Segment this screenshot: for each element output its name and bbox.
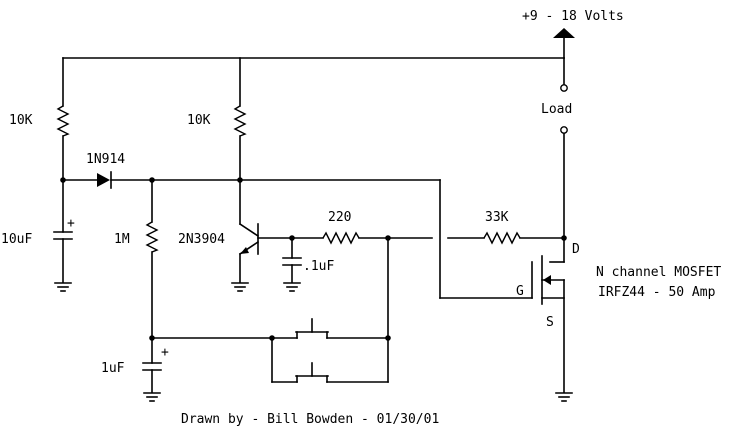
resistor-33k: 33K: [447, 210, 567, 245]
capacitor-01uf-label: .1uF: [303, 259, 334, 274]
capacitor-01uf: .1uF: [282, 237, 334, 292]
diode-1n914: 1N914: [86, 152, 125, 189]
resistor-10k-mid: 10K: [187, 57, 247, 181]
switch-top: [295, 318, 329, 339]
resistor-1m: 1M: [114, 179, 159, 341]
mosfet-irfz44: D G S N channel MOSFET IRFZ44 - 50 Amp: [516, 133, 721, 402]
mosfet-pin-d: D: [572, 242, 580, 257]
ground-icon: [54, 282, 72, 292]
mosfet-pin-s: S: [546, 315, 554, 330]
pushbutton-switches: [151, 237, 391, 383]
resistor-1m-label: 1M: [114, 232, 130, 247]
resistor-10k-mid-label: 10K: [187, 113, 211, 128]
capacitor-1uf-polarity: +: [161, 345, 169, 360]
capacitor-1uf-label: 1uF: [101, 361, 125, 376]
resistor-33k-label: 33K: [485, 210, 509, 225]
supply-voltage-label: +9 - 18 Volts: [522, 9, 624, 24]
capacitor-10uf: + 10uF: [1, 179, 75, 292]
supply-arrow-icon: [553, 28, 575, 38]
diode-icon: [97, 173, 110, 187]
capacitor-1uf: + 1uF: [101, 337, 169, 402]
mosfet-type-label: N channel MOSFET: [596, 265, 721, 280]
mosfet-pin-g: G: [516, 284, 524, 299]
ground-icon: [143, 392, 161, 402]
load-terminal-bottom: [560, 126, 568, 134]
switch-bottom: [295, 362, 329, 383]
resistor-220: 220: [322, 210, 433, 245]
transistor-label: 2N3904: [178, 232, 225, 247]
load-terminals: Load: [541, 84, 572, 134]
ground-icon: [231, 282, 249, 292]
resistor-220-label: 220: [328, 210, 351, 225]
resistor-10k-left: 10K: [9, 57, 70, 181]
ground-icon: [283, 282, 301, 292]
mosfet-arrow-icon: [543, 275, 551, 285]
load-label: Load: [541, 102, 572, 117]
transistor-2n3904: 2N3904: [178, 179, 324, 292]
credit-label: Drawn by - Bill Bowden - 01/30/01: [181, 412, 439, 427]
diode-label: 1N914: [86, 152, 125, 167]
ground-icon: [555, 392, 573, 402]
capacitor-10uf-polarity: +: [67, 216, 75, 231]
mosfet-part-label: IRFZ44 - 50 Amp: [598, 285, 716, 300]
supply-rail: +9 - 18 Volts: [62, 9, 624, 85]
resistor-10k-left-label: 10K: [9, 113, 33, 128]
load-terminal-top: [560, 84, 568, 92]
emitter-arrow-icon: [240, 247, 249, 254]
capacitor-10uf-label: 10uF: [1, 232, 32, 247]
